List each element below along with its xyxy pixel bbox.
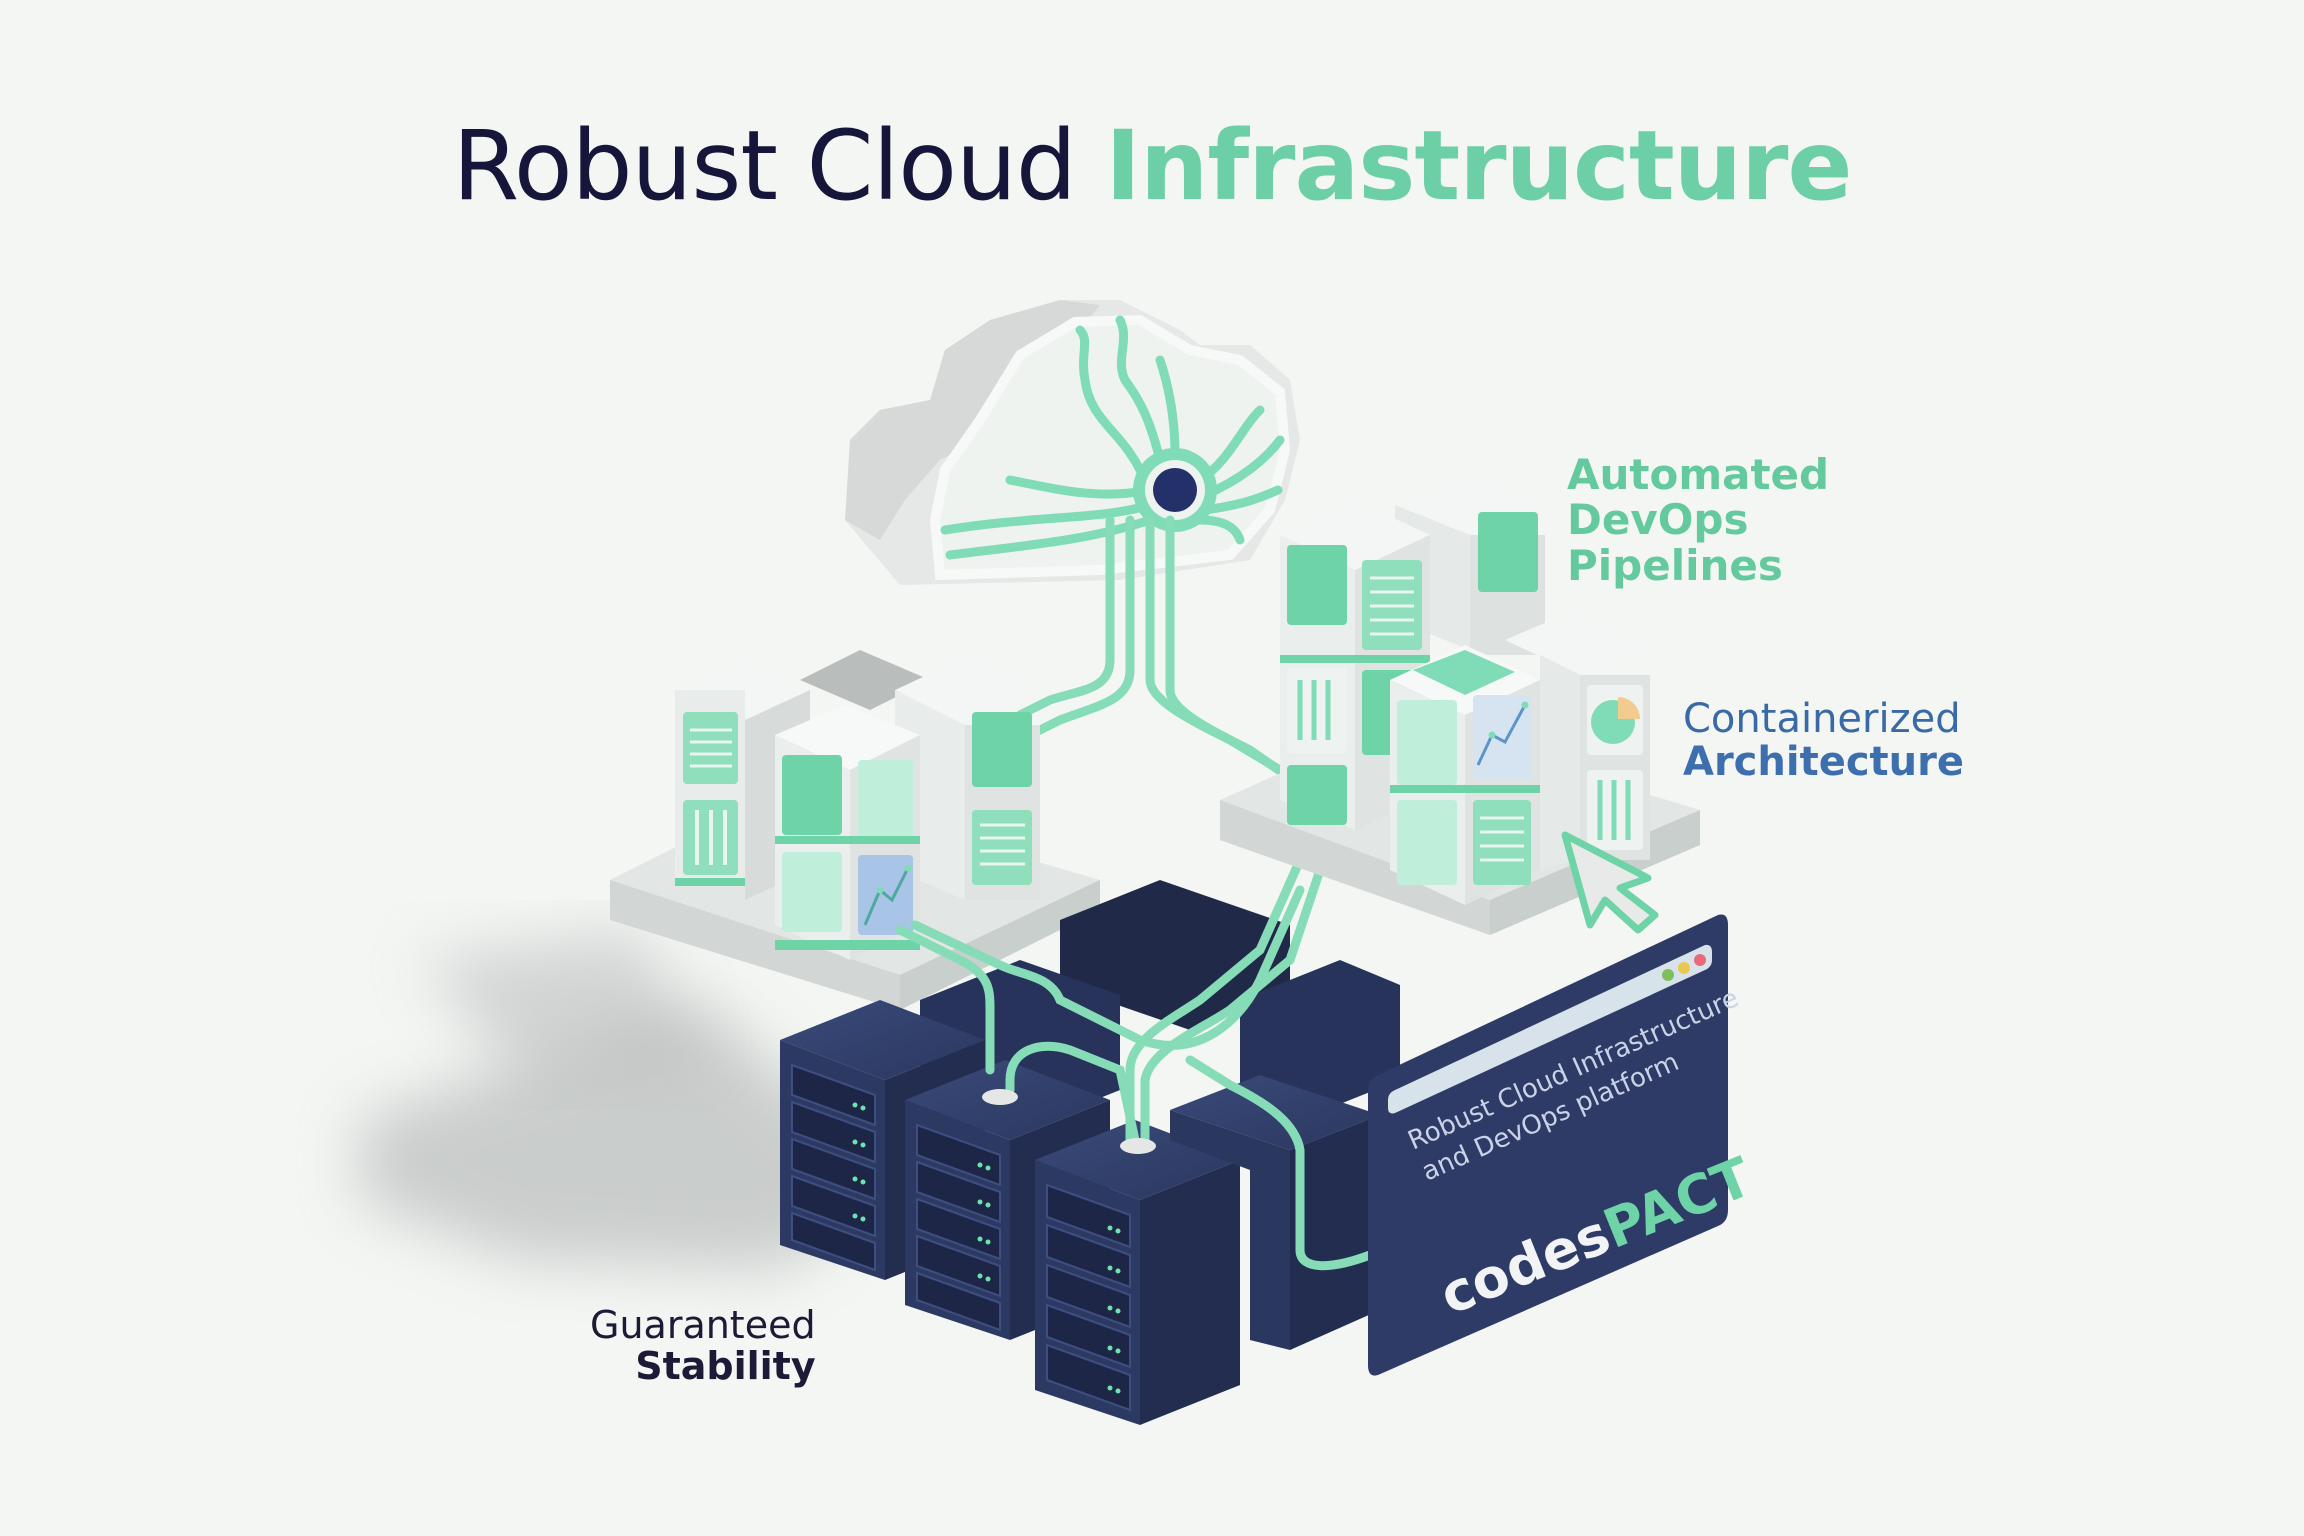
brand-window-panel: Robust Cloud Infrastructure and DevOps p…	[1368, 914, 1760, 1376]
red-dot-icon	[1694, 954, 1706, 966]
label-containerized-architecture: Containerized Architecture	[1683, 696, 1964, 786]
label-stability-line1: Guaranteed	[590, 1303, 816, 1347]
label-guaranteed-stability: Guaranteed Stability	[590, 1303, 816, 1389]
title-accent: Infrastructure	[1105, 110, 1852, 222]
line-chart-icon	[1473, 695, 1531, 780]
floor-shadow	[360, 930, 900, 1270]
list-lines-icon	[683, 712, 738, 784]
pie-chart-icon	[1591, 697, 1640, 744]
label-devops-line2: DevOps	[1567, 495, 1749, 545]
left-container-cluster	[610, 650, 1100, 1010]
cloud-core-icon	[1153, 468, 1197, 512]
green-dot-icon	[1662, 969, 1674, 981]
cable-ports	[982, 1089, 1156, 1154]
cloud-cables	[1015, 515, 1305, 790]
label-stability-line2: Stability	[635, 1344, 816, 1389]
label-containerized-line2: Architecture	[1683, 739, 1964, 786]
server-rack-icon	[1060, 880, 1290, 1030]
window-address-bar	[1388, 944, 1712, 1114]
page-title: Robust Cloud Infrastructure	[0, 110, 2304, 222]
label-containerized-line1: Containerized	[1683, 696, 1961, 742]
title-main: Robust Cloud	[452, 110, 1076, 222]
list-lines-icon	[1473, 800, 1531, 885]
cloud-icon	[845, 300, 1300, 585]
server-rack-cluster	[780, 880, 1400, 1425]
right-container-cluster	[1220, 475, 1700, 935]
cursor-arrow-icon	[1561, 831, 1659, 934]
yellow-dot-icon	[1678, 962, 1690, 974]
server-rack-icon	[1240, 960, 1400, 1120]
vertical-bars-icon	[1287, 668, 1347, 753]
list-lines-icon	[972, 810, 1032, 885]
label-devops-line3: Pipelines	[1567, 540, 1783, 590]
server-rack-icon	[1035, 1120, 1240, 1425]
label-devops-line1: Automated	[1567, 450, 1830, 499]
label-devops-pipelines: Automated DevOps Pipelines	[1567, 452, 1829, 588]
